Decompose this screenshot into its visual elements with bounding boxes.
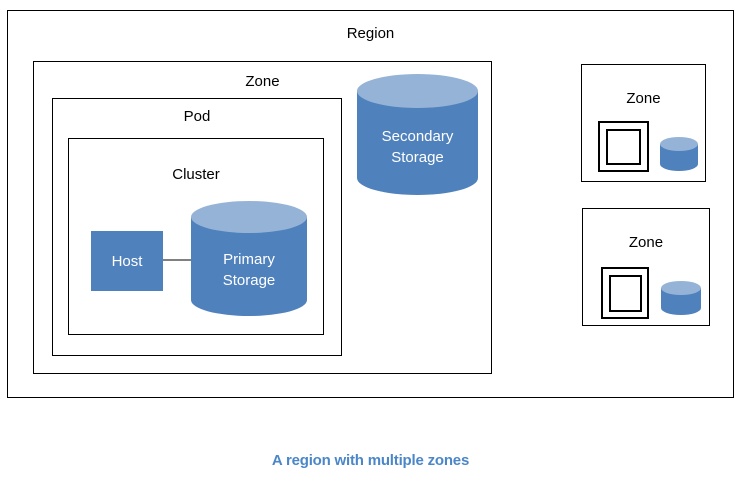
cylinder-storage-icon (660, 137, 698, 171)
zone-label-3: Zone (628, 234, 664, 251)
host-label: Host (111, 252, 143, 270)
region-label: Region (346, 25, 395, 42)
host-to-primary-storage-connector (163, 259, 196, 261)
host-node: Host (91, 231, 163, 291)
zone-label: Zone (245, 73, 280, 90)
diagram-caption: A region with multiple zones (271, 452, 470, 469)
cylinder-top-ellipse (191, 201, 307, 233)
primary-storage-label: Primary Storage (191, 249, 307, 291)
cluster-container: Cluster (68, 138, 324, 335)
zone-container-2: Zone (581, 64, 706, 182)
primary-storage-label-line1: Primary (223, 251, 275, 268)
cylinder-top-ellipse (660, 137, 698, 151)
zone-label-2: Zone (626, 90, 661, 107)
secondary-storage-label-line2: Storage (391, 149, 444, 166)
cluster-label: Cluster (172, 166, 220, 183)
zone-container: Zone (33, 61, 492, 374)
pod-label: Pod (183, 108, 211, 125)
secondary-storage-cylinder-icon: Secondary Storage (357, 74, 478, 195)
host-square-icon (598, 121, 649, 172)
region-container: Region (7, 10, 734, 398)
primary-storage-label-line2: Storage (222, 272, 276, 289)
secondary-storage-label: Secondary Storage (357, 126, 478, 168)
cylinder-top-ellipse (357, 74, 478, 108)
cylinder-top-ellipse (661, 281, 701, 295)
host-square-inner (606, 129, 641, 165)
pod-container: Pod (52, 98, 342, 356)
primary-storage-cylinder-icon: Primary Storage (191, 201, 307, 316)
cylinder-storage-icon (661, 281, 701, 315)
secondary-storage-label-line1: Secondary (381, 128, 454, 145)
host-square-inner (609, 275, 642, 312)
zone-container-3: Zone (582, 208, 710, 326)
host-square-icon (601, 267, 649, 319)
